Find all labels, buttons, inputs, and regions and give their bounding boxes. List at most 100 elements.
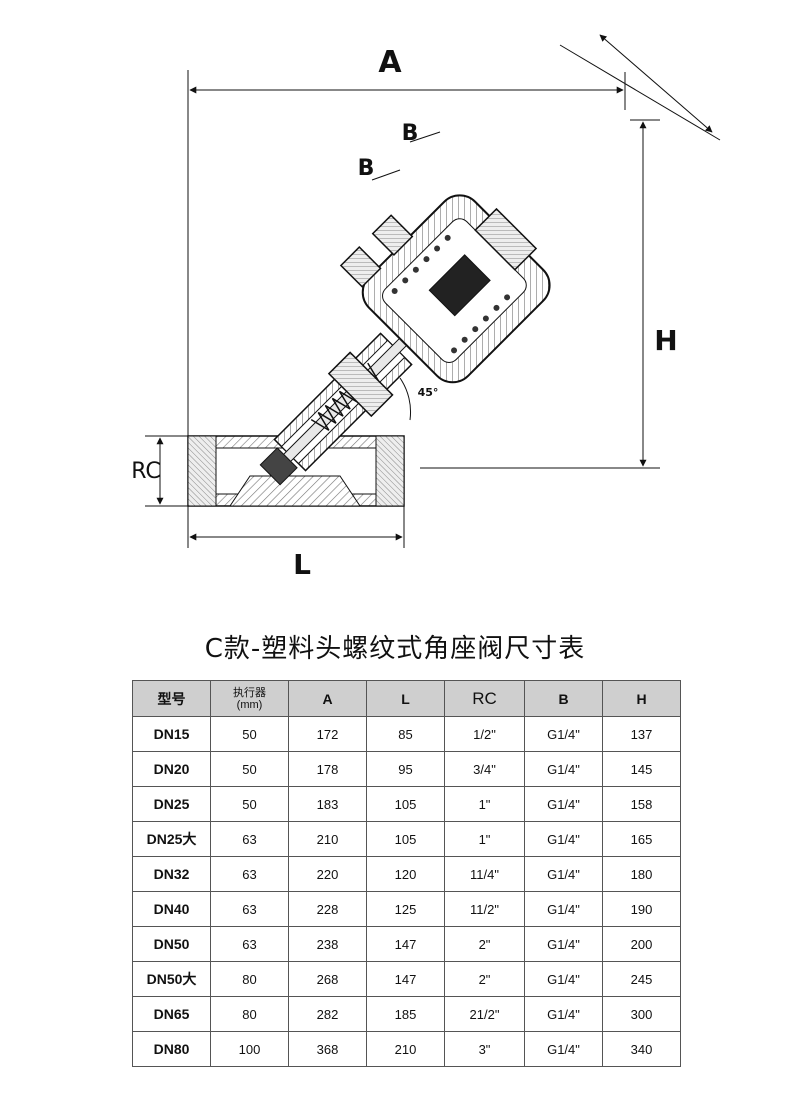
cell-rc: 2" [444, 926, 525, 962]
header-actuator: 执行器 (mm) [210, 680, 289, 717]
cell-b: G1/4" [524, 996, 603, 1032]
cell-l: 147 [366, 926, 445, 962]
cell-l: 95 [366, 751, 445, 787]
cell-h: 200 [602, 926, 681, 962]
cell-rc: 1" [444, 786, 525, 822]
cell-model: DN32 [132, 856, 211, 892]
table-title: C款-塑料头螺纹式角座阀尺寸表 [204, 634, 586, 664]
header-rc: RC [444, 680, 525, 717]
cell-b: G1/4" [524, 751, 603, 787]
cell-h: 340 [602, 1031, 681, 1067]
cell-actuator: 63 [210, 926, 289, 962]
cell-actuator: 63 [210, 821, 289, 857]
cell-model: DN50大 [132, 961, 211, 997]
cell-a: 368 [288, 1031, 367, 1067]
cell-l: 120 [366, 856, 445, 892]
cell-l: 105 [366, 786, 445, 822]
cell-a: 228 [288, 891, 367, 927]
cell-a: 210 [288, 821, 367, 857]
cell-h: 180 [602, 856, 681, 892]
header-b: B [524, 680, 603, 717]
cell-h: 137 [602, 716, 681, 752]
dimension-l-label: L [293, 548, 311, 581]
dimension-lines [145, 34, 721, 548]
cell-h: 245 [602, 961, 681, 997]
cell-h: 165 [602, 821, 681, 857]
header-h: H [602, 680, 681, 717]
cell-h: 190 [602, 891, 681, 927]
dimension-rc-label: RC [131, 459, 161, 484]
cell-l: 185 [366, 996, 445, 1032]
cell-rc: 1/2" [444, 716, 525, 752]
cell-actuator: 50 [210, 786, 289, 822]
cell-b: G1/4" [524, 926, 603, 962]
cell-model: DN40 [132, 891, 211, 927]
cell-b: G1/4" [524, 856, 603, 892]
header-l: L [366, 680, 445, 717]
dimension-b-upper-label: B [402, 121, 419, 146]
cell-model: DN25大 [132, 821, 211, 857]
cell-h: 300 [602, 996, 681, 1032]
cell-actuator: 63 [210, 856, 289, 892]
cell-actuator: 100 [210, 1031, 289, 1067]
cell-b: G1/4" [524, 891, 603, 927]
cell-rc: 11/4" [444, 856, 525, 892]
cell-actuator: 80 [210, 961, 289, 997]
cell-rc: 11/2" [444, 891, 525, 927]
header-model: 型号 [132, 680, 211, 717]
cell-h: 145 [602, 751, 681, 787]
dimension-a-label: A [378, 45, 402, 80]
cell-model: DN20 [132, 751, 211, 787]
cell-l: 105 [366, 821, 445, 857]
cell-l: 125 [366, 891, 445, 927]
table-header-row: 型号 执行器 (mm) A L RC B H [132, 680, 681, 717]
cell-actuator: 80 [210, 996, 289, 1032]
cell-actuator: 50 [210, 716, 289, 752]
cell-a: 220 [288, 856, 367, 892]
cell-model: DN25 [132, 786, 211, 822]
valve-diagram: A B B H L RC 45° [131, 34, 721, 581]
dimension-b-lower-label: B [358, 156, 375, 181]
cell-l: 147 [366, 961, 445, 997]
cell-a: 268 [288, 961, 367, 997]
cell-rc: 21/2" [444, 996, 525, 1032]
cell-b: G1/4" [524, 786, 603, 822]
cell-b: G1/4" [524, 821, 603, 857]
cell-l: 85 [366, 716, 445, 752]
cell-l: 210 [366, 1031, 445, 1067]
cell-a: 282 [288, 996, 367, 1032]
cell-model: DN80 [132, 1031, 211, 1067]
cell-model: DN50 [132, 926, 211, 962]
cell-h: 158 [602, 786, 681, 822]
cell-rc: 1" [444, 821, 525, 857]
cell-a: 238 [288, 926, 367, 962]
cell-rc: 2" [444, 961, 525, 997]
actuator-assembly [259, 194, 551, 486]
cell-a: 183 [288, 786, 367, 822]
cell-a: 178 [288, 751, 367, 787]
cell-b: G1/4" [524, 1031, 603, 1067]
cell-b: G1/4" [524, 716, 603, 752]
header-a: A [288, 680, 367, 717]
cell-rc: 3/4" [444, 751, 525, 787]
dimension-h-label: H [654, 324, 677, 357]
cell-model: DN65 [132, 996, 211, 1032]
cell-actuator: 63 [210, 891, 289, 927]
angle-label: 45° [418, 386, 439, 399]
cell-a: 172 [288, 716, 367, 752]
cell-actuator: 50 [210, 751, 289, 787]
cell-model: DN15 [132, 716, 211, 752]
cell-b: G1/4" [524, 961, 603, 997]
cell-rc: 3" [444, 1031, 525, 1067]
